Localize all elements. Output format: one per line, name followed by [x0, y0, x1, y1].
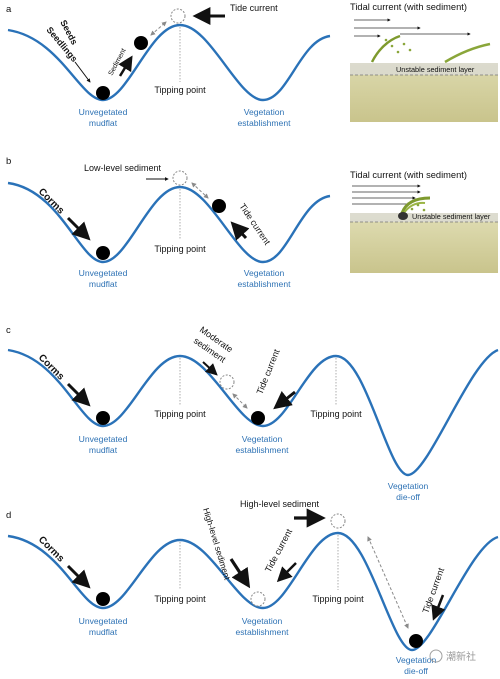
- panel-letter-b: b: [6, 156, 11, 167]
- inset-title-a: Tidal current (with sediment): [350, 2, 467, 12]
- unvegetated-label-c1: Unvegetated: [79, 434, 128, 444]
- ghost-ball-b: [172, 170, 188, 186]
- bidirectional-arrow-c: [232, 393, 248, 409]
- corm-ball-b1: [96, 246, 110, 260]
- corms-arrow-c: [66, 382, 91, 407]
- dieoff-label-c1: Vegetation: [388, 481, 429, 491]
- inset-title-b: Tidal current (with sediment): [350, 170, 467, 180]
- sediment-label-a: Sediment: [108, 47, 128, 76]
- vegetation-label-c1: Vegetation: [242, 434, 283, 444]
- bidirectional-arrow-a: [150, 21, 167, 36]
- landscape-curve-c: [7, 348, 499, 477]
- corm-ball-c1: [96, 411, 110, 425]
- panel-letter-a: a: [6, 4, 12, 15]
- unvegetated-label-d1: Unvegetated: [79, 616, 128, 626]
- vegetation-label-d2: establishment: [235, 627, 289, 637]
- panel-a: a Tide current Seeds Seedlings Sediment …: [6, 2, 498, 128]
- tipping-label-c1: Tipping point: [154, 409, 206, 419]
- ghost-ball-a: [170, 8, 186, 24]
- watermark-text: 潮新社: [446, 650, 476, 663]
- vegetation-label-b2: establishment: [237, 279, 291, 289]
- sediment-arrow-d1: [229, 558, 251, 589]
- tipping-label-d1: Tipping point: [154, 594, 206, 604]
- tide-arrow-d1: [276, 562, 297, 583]
- tipping-label-d2: Tipping point: [312, 594, 364, 604]
- vegetation-label-c2: establishment: [235, 445, 289, 455]
- tipping-label-a: Tipping point: [154, 85, 206, 95]
- low-sediment-label: Low-level sediment: [84, 163, 162, 173]
- panel-letter-c: c: [6, 325, 11, 336]
- panel-d: d Corms High-level sediment High-level s…: [6, 499, 499, 676]
- corms-arrow-b: [66, 216, 91, 241]
- unvegetated-label-b1: Unvegetated: [79, 268, 128, 278]
- seed-ball-a1: [96, 86, 110, 100]
- high-sediment-label: High-level sediment: [240, 499, 320, 509]
- corm-ball-c2: [251, 411, 265, 425]
- dieoff-label-c2: die-off: [396, 492, 420, 502]
- inset-layer-b: [350, 213, 498, 222]
- high-sediment-rot-label: High-level sediment: [201, 507, 233, 582]
- unvegetated-label-d2: mudflat: [89, 627, 118, 637]
- tide-current-label-a: Tide current: [230, 3, 278, 13]
- tipping-label-c2: Tipping point: [310, 409, 362, 419]
- vegetation-label-b1: Vegetation: [244, 268, 285, 278]
- corm-ball-b2: [212, 199, 226, 213]
- tide-current-label-d2: Tide current: [420, 566, 446, 615]
- corms-label-b: Corms: [36, 186, 66, 216]
- ghost-ball-d1: [250, 591, 266, 607]
- unvegetated-label-b2: mudflat: [89, 279, 118, 289]
- ghost-ball-c: [219, 374, 235, 390]
- tide-arrow-d2: [431, 594, 446, 621]
- vegetation-label-a1: Vegetation: [244, 107, 285, 117]
- tipping-label-b: Tipping point: [154, 244, 206, 254]
- vegetation-label-a2: establishment: [237, 118, 291, 128]
- inset-layer-label-b: Unstable sediment layer: [412, 212, 491, 221]
- seedling-a1: [370, 34, 401, 63]
- tide-arrow-c: [273, 390, 296, 410]
- ghost-ball-d2: [330, 513, 346, 529]
- watermark: 潮新社: [429, 649, 476, 663]
- landscape-curve-a: [7, 23, 331, 102]
- seed-ball-a2: [134, 36, 148, 50]
- unvegetated-label-c2: mudflat: [89, 445, 118, 455]
- corm-b: [398, 212, 408, 220]
- tide-current-label-c: Tide current: [255, 347, 282, 395]
- panel-c: c Corms Moderate sediment Tide current T…: [6, 324, 499, 502]
- wechat-icon: [429, 649, 443, 663]
- dieoff-label-d2: die-off: [404, 666, 428, 676]
- unvegetated-label-a1: Unvegetated: [79, 107, 128, 117]
- inset-a: Tidal current (with sediment) Unstable s…: [350, 2, 498, 122]
- corm-shoot-b: [400, 196, 431, 214]
- vegetation-label-d1: Vegetation: [242, 616, 283, 626]
- corms-label-c: Corms: [36, 352, 66, 382]
- seed-fall-arrow-a: [74, 61, 91, 83]
- panel-b: b Low-level sediment Corms Tide current …: [6, 156, 498, 289]
- panel-letter-d: d: [6, 510, 11, 521]
- inset-water-a: [350, 15, 498, 63]
- bidirectional-arrow-d: [367, 536, 409, 629]
- tide-arrow-b: [230, 221, 250, 241]
- sediment-arrow-c: [202, 361, 218, 376]
- inset-layer-label-a: Unstable sediment layer: [396, 65, 475, 74]
- corm-ball-d2: [409, 634, 423, 648]
- seedling-a2: [444, 42, 491, 64]
- bidirectional-arrow-b: [191, 182, 209, 199]
- sediment-arrow-a: [118, 55, 133, 77]
- corms-arrow-d: [66, 564, 91, 589]
- unvegetated-label-a2: mudflat: [89, 118, 118, 128]
- corm-ball-d1: [96, 592, 110, 606]
- inset-b: Tidal current (with sediment) Unstable s…: [350, 170, 498, 273]
- tide-current-label-d1: Tide current: [263, 527, 294, 574]
- inset-layer-a: [350, 63, 498, 75]
- dieoff-label-d1: Vegetation: [396, 655, 437, 665]
- tide-current-label-b: Tide current: [237, 202, 272, 248]
- landscape-curve-d: [7, 531, 499, 652]
